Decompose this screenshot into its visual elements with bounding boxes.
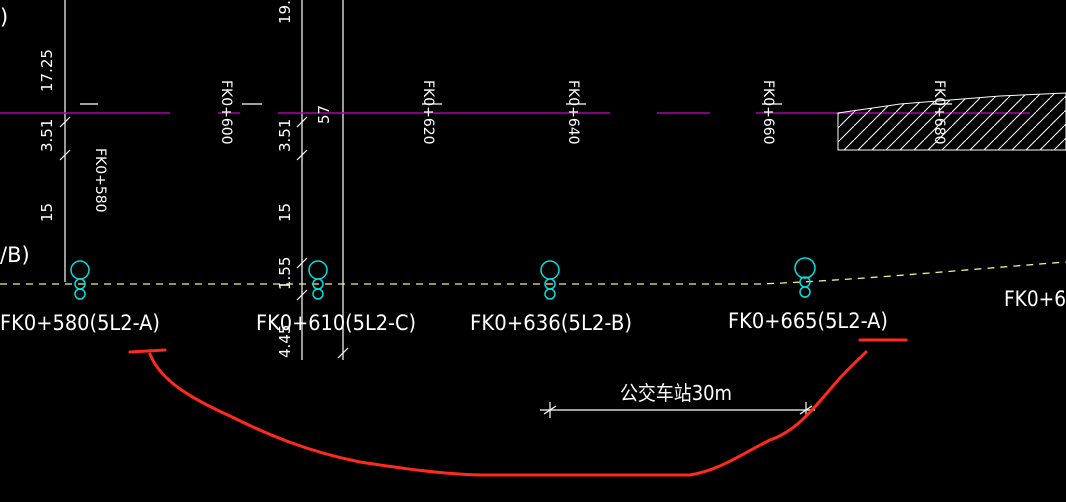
red-annotation bbox=[128, 338, 908, 477]
lamp-label-610: FK0+610(5L2-C) bbox=[256, 311, 416, 335]
red-curve bbox=[148, 350, 868, 477]
dim-3-51-a: 3.51 bbox=[38, 119, 56, 152]
dim-57: 57 bbox=[315, 105, 333, 124]
lamp-636 bbox=[540, 260, 560, 300]
tick bbox=[59, 149, 71, 161]
lamps bbox=[70, 257, 816, 300]
dim-1-55: 1.55 bbox=[276, 257, 294, 290]
lamp-labels: FK0+580(5L2-A) FK0+610(5L2-C) FK0+636(5L… bbox=[0, 309, 888, 335]
dim-15-a: 15 bbox=[38, 203, 56, 222]
hatched-area bbox=[837, 92, 1066, 151]
station-label-580: FK0+580 bbox=[92, 148, 108, 213]
dim-3-51-b: 3.51 bbox=[276, 119, 294, 152]
dim-19: 19. bbox=[276, 0, 294, 24]
right-bottom-label: FK0+6 bbox=[1004, 287, 1066, 311]
structure-lines bbox=[64, 0, 344, 360]
hatched-structure bbox=[837, 92, 1066, 151]
lamp-665 bbox=[794, 257, 816, 298]
lamp-580 bbox=[70, 260, 90, 300]
lamp-label-636: FK0+636(5L2-B) bbox=[470, 311, 632, 335]
dashed-kerb bbox=[0, 261, 1066, 285]
bus-stop-slash bbox=[799, 405, 813, 415]
top-left-label: ) bbox=[0, 5, 8, 29]
dimension-labels: 17.25 3.51 15 19. 3.51 57 15 1.55 4.45 bbox=[38, 0, 333, 358]
station-label-660: FK0+660 bbox=[760, 80, 776, 145]
tick bbox=[296, 116, 308, 128]
dim-17-25: 17.25 bbox=[38, 49, 56, 92]
station-label-600: FK0+600 bbox=[218, 80, 234, 145]
kerb-line bbox=[0, 261, 1066, 285]
tick bbox=[296, 289, 308, 301]
lamp-610 bbox=[308, 260, 328, 300]
tick bbox=[296, 257, 308, 269]
station-label-640: FK0+640 bbox=[565, 80, 581, 145]
bus-stop-label: 公交车站30m bbox=[620, 381, 732, 405]
dim-15-b: 15 bbox=[276, 203, 294, 222]
left-mid-label: /B) bbox=[0, 243, 30, 267]
tick bbox=[59, 116, 71, 128]
station-label-680: FK0+680 bbox=[931, 80, 947, 145]
lamp-label-665: FK0+665(5L2-A) bbox=[728, 309, 888, 333]
tick bbox=[296, 149, 308, 161]
red-mark-left bbox=[128, 348, 167, 354]
lamp-label-580: FK0+580(5L2-A) bbox=[0, 311, 160, 335]
tick bbox=[337, 347, 349, 359]
station-label-620: FK0+620 bbox=[420, 80, 436, 145]
station-labels: FK0+580 FK0+600 FK0+620 FK0+640 FK0+660 … bbox=[92, 80, 947, 213]
bus-stop-slash bbox=[543, 405, 557, 415]
dimension-ticks bbox=[59, 116, 349, 359]
dim-4-45: 4.45 bbox=[276, 325, 294, 358]
bus-stop-dimension bbox=[540, 402, 815, 418]
corner-labels: ) /B) FK0+6 bbox=[0, 5, 1066, 311]
